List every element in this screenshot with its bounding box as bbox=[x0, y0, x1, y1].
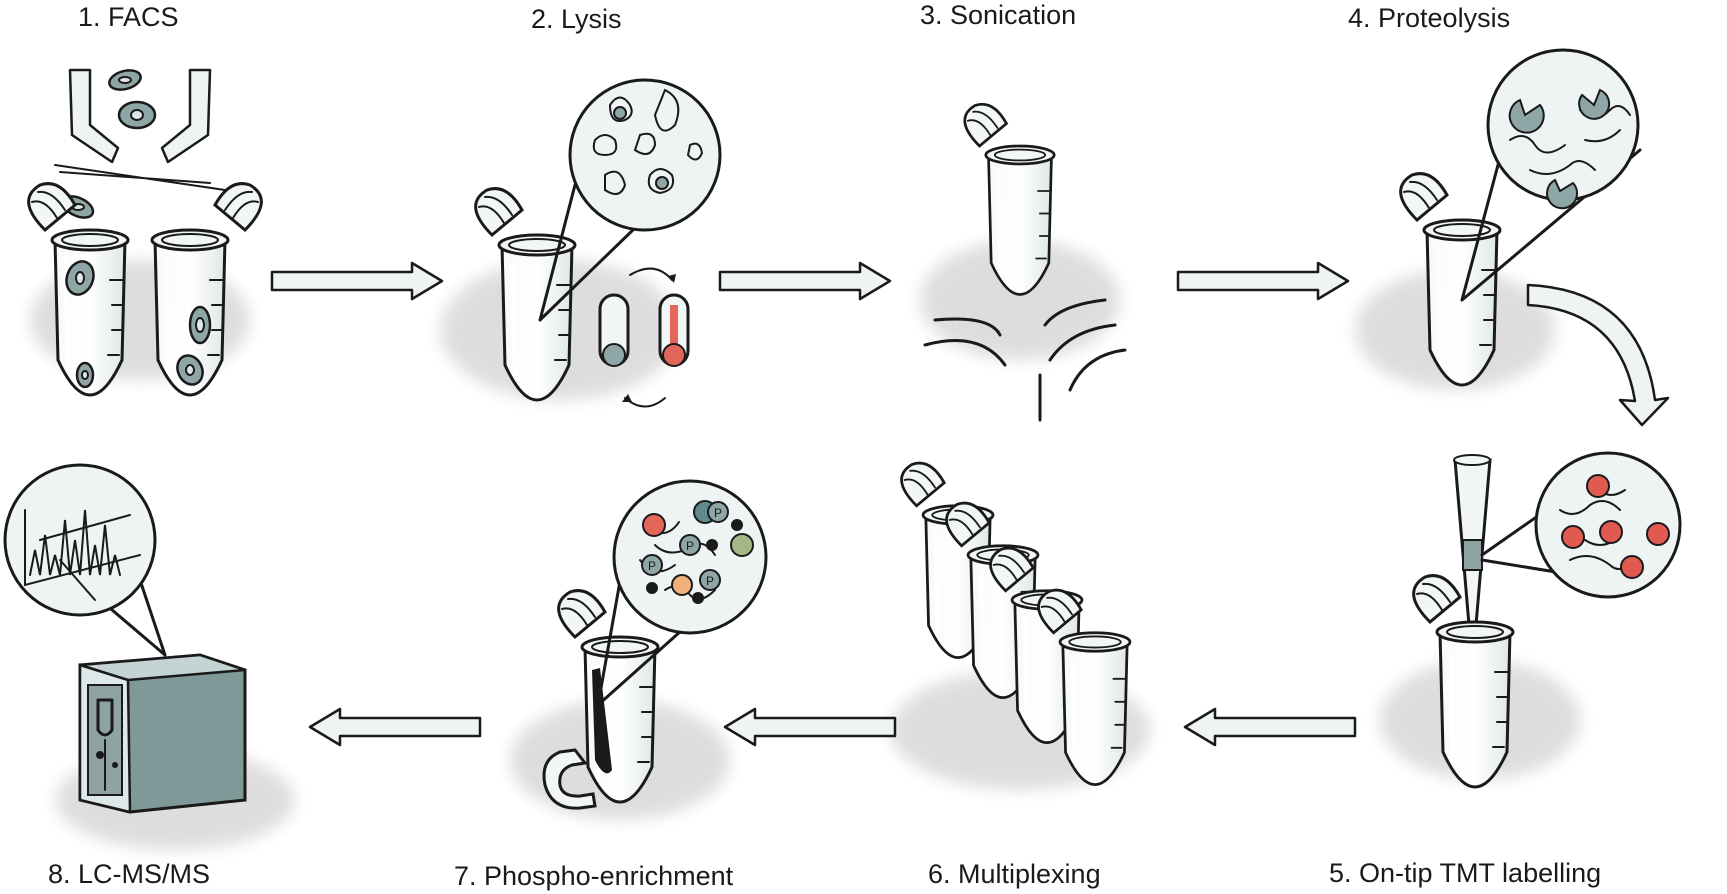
sonication-illustration bbox=[920, 102, 1127, 422]
phospho-group: P bbox=[679, 534, 701, 556]
facs-illustration bbox=[27, 68, 263, 395]
arrow-1-to-2 bbox=[270, 261, 444, 301]
phospho-group: P bbox=[641, 554, 663, 576]
arrow-6-to-7 bbox=[723, 707, 897, 747]
phospho-enrichment-illustration: P P P P bbox=[510, 479, 768, 820]
phospho-label: P bbox=[648, 559, 656, 573]
lysis-illustration bbox=[440, 78, 722, 408]
step-label-facs: 1. FACS bbox=[78, 2, 179, 32]
step-label-proteolysis: 4. Proteolysis bbox=[1348, 3, 1511, 33]
phospho-label: P bbox=[686, 539, 694, 553]
multiplexing-illustration bbox=[890, 461, 1150, 790]
proteolysis-illustration bbox=[1355, 48, 1670, 427]
arrow-3-to-4 bbox=[1176, 261, 1350, 301]
arrow-7-to-8 bbox=[308, 707, 482, 747]
phospho-group: P bbox=[699, 569, 721, 591]
magnet-icon bbox=[542, 748, 597, 810]
phospho-label: P bbox=[706, 574, 714, 588]
step-label-sonication: 3. Sonication bbox=[920, 0, 1077, 30]
step-label-phospho-enrichment: 7. Phospho-enrichment bbox=[454, 861, 734, 891]
tmt-labelling-illustration bbox=[1380, 451, 1682, 787]
step-label-lcms: 8. LC-MS/MS bbox=[48, 859, 211, 889]
arrow-5-to-6 bbox=[1183, 707, 1357, 747]
arrow-2-to-3 bbox=[718, 261, 892, 301]
step-label-lysis: 2. Lysis bbox=[531, 4, 622, 34]
step-label-multiplexing: 6. Multiplexing bbox=[928, 859, 1101, 889]
phospho-group: P bbox=[707, 501, 729, 523]
lcms-illustration bbox=[3, 463, 295, 850]
phospho-label: P bbox=[714, 506, 722, 520]
step-label-tmt-labelling: 5. On-tip TMT labelling bbox=[1329, 858, 1602, 888]
